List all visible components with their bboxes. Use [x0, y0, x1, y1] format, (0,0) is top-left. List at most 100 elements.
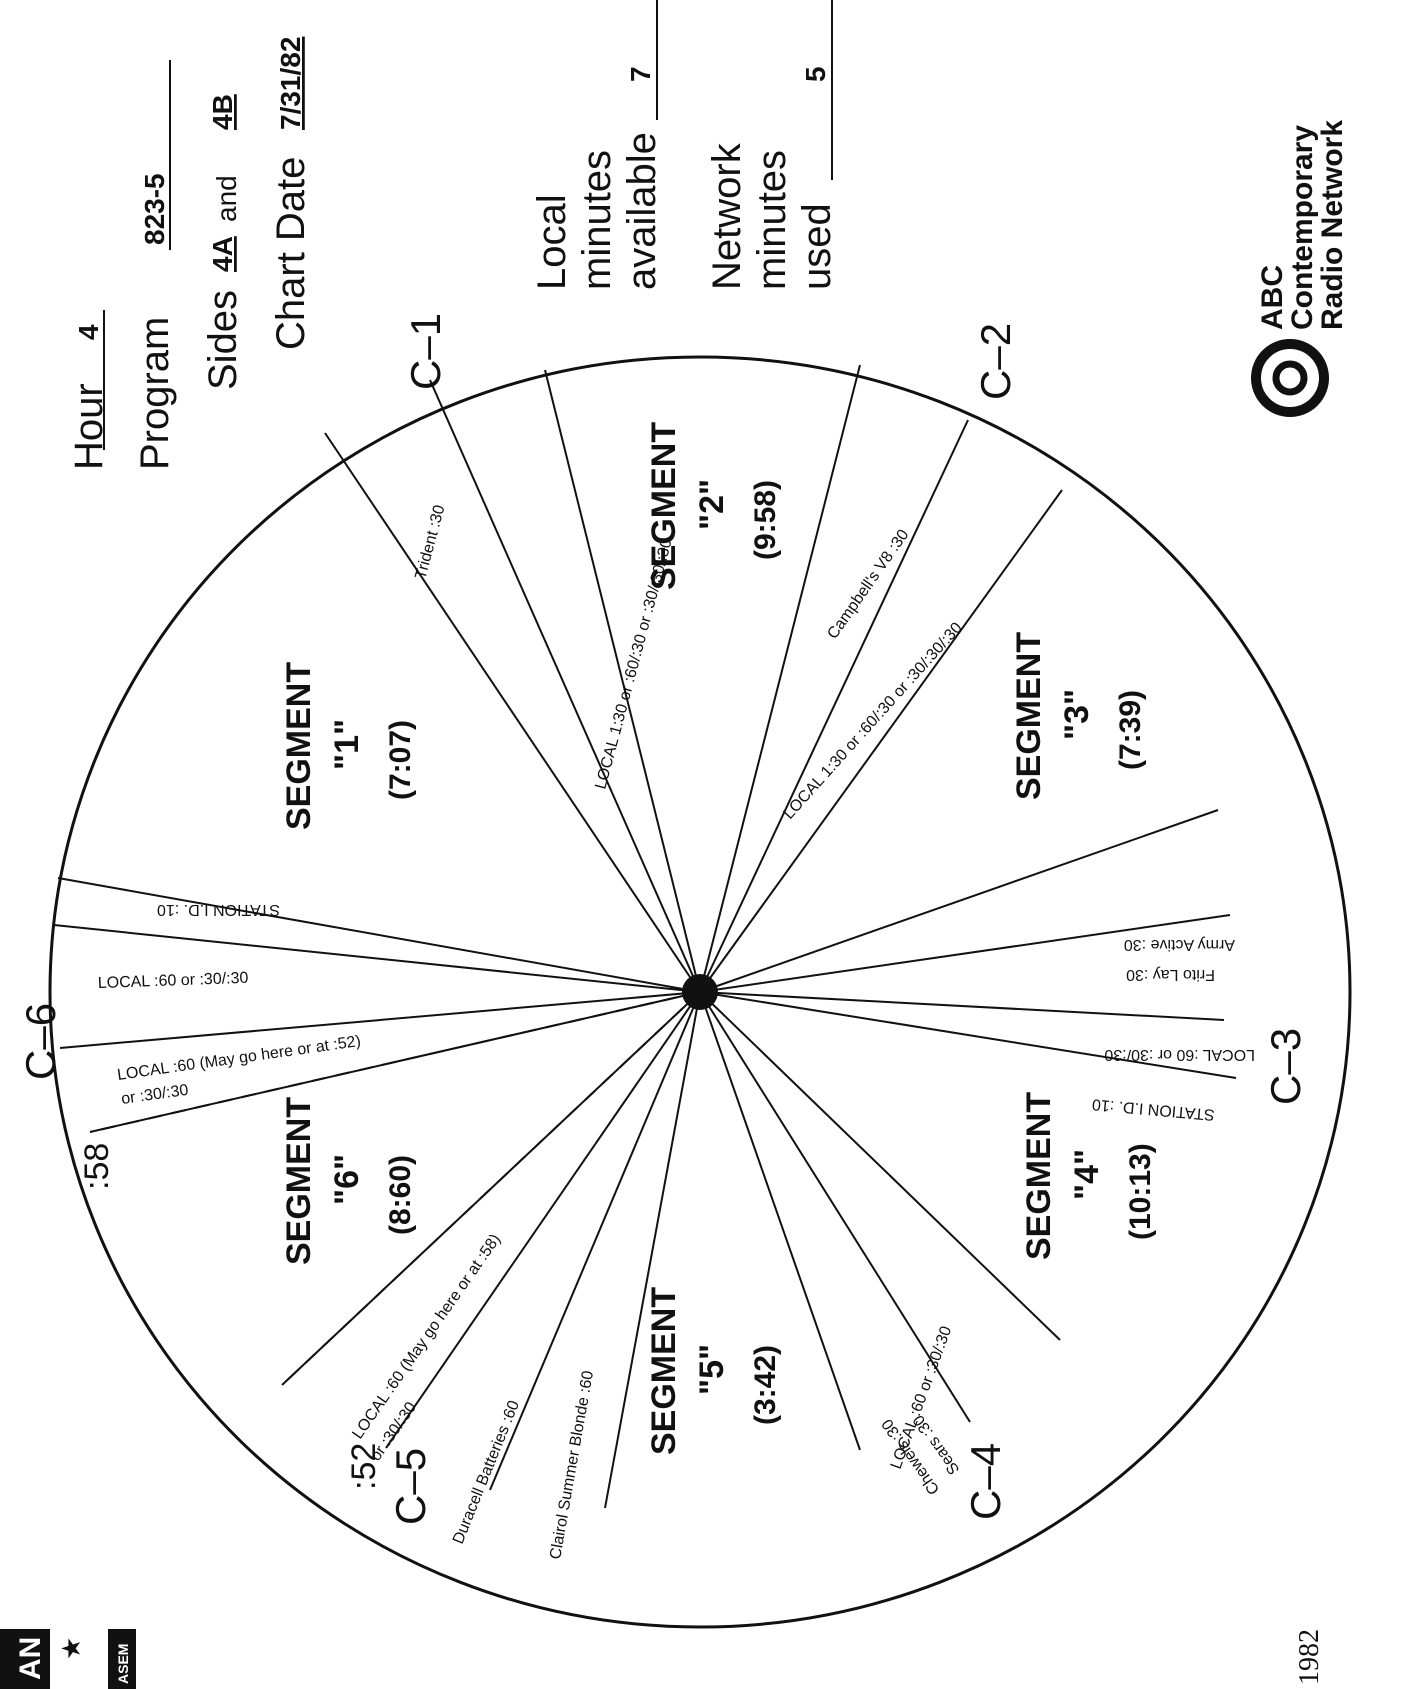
spot-local-58-line-2: or :30/:30 — [120, 1082, 189, 1108]
sides-label: Sides — [201, 290, 245, 390]
year-label: 1982 — [1294, 1629, 1325, 1685]
segment-1-duration: (7:07) — [384, 720, 417, 800]
spot-army: Army Active :30 — [1124, 936, 1235, 953]
abc-logo-line-3: Radio Network — [1316, 120, 1349, 330]
wheel-spoke — [385, 991, 701, 1449]
segment-3-number: "3" — [1058, 689, 1096, 740]
local-minutes-line-1: Local — [530, 194, 574, 290]
time-mark-52: :52 — [345, 1443, 383, 1490]
segment-6: SEGMENT "6" (8:60) — [280, 1097, 417, 1265]
cue-c1: C–1 — [402, 313, 449, 390]
local-minutes-line-3: available — [620, 132, 664, 290]
sides-value-a: 4A — [207, 236, 238, 272]
segment-5-number: "5" — [693, 1344, 731, 1395]
wheel-spoke — [544, 369, 701, 993]
wheel-spoke — [699, 809, 1219, 993]
hour-value: 4 — [73, 324, 104, 340]
cue-c6: C–6 — [17, 1003, 64, 1080]
segment-5-title: SEGMENT — [645, 1287, 683, 1455]
wheel-spoke — [699, 914, 1231, 993]
cue-c3: C–3 — [1262, 1028, 1309, 1105]
segment-4-number: "4" — [1068, 1149, 1106, 1200]
cue-c4: C–4 — [962, 1443, 1009, 1520]
wheel-spoke — [699, 991, 971, 1423]
wheel-spokes — [53, 364, 1237, 1509]
segment-6-duration: (8:60) — [384, 1155, 417, 1235]
segment-1-title: SEGMENT — [280, 662, 318, 830]
wheel-spoke — [604, 991, 701, 1509]
program-value: 823-5 — [139, 173, 170, 245]
wheel-spoke — [699, 489, 1063, 993]
corner-mark-3: ASEM — [115, 1644, 131, 1684]
corner-block-2 — [108, 1629, 136, 1689]
spot-local-c3: LOCAL :60 or :30/:30 — [1104, 1046, 1255, 1063]
wheel-spoke — [699, 991, 1225, 1021]
abc-swirl-icon — [1251, 339, 1329, 417]
wheel-spoke — [699, 991, 1237, 1079]
abc-logo-line-1: ABC — [1256, 265, 1289, 330]
abc-logo: ABC Contemporary Radio Network — [1251, 120, 1349, 417]
spot-frito-lay: Frito Lay :30 — [1126, 966, 1215, 983]
wheel-spoke — [699, 991, 861, 1451]
local-minutes-line-2: minutes — [575, 150, 619, 290]
spot-local-c6: LOCAL :60 or :30/:30 — [98, 970, 249, 992]
spot-station-id-c3: STATION I.D. :10 — [1091, 1095, 1215, 1123]
spot-campbells: Campbell's V8 :30 — [824, 527, 912, 643]
program-label: Program — [133, 317, 177, 470]
abc-logo-line-2: Contemporary — [1286, 125, 1319, 330]
network-minutes-line-1: Network — [705, 142, 749, 290]
wheel-spoke — [489, 991, 701, 1491]
wheel-spoke — [699, 419, 969, 993]
wheel-hub — [682, 974, 718, 1010]
wheel-spoke — [59, 991, 701, 1049]
chart-date-label: Chart Date — [269, 157, 313, 350]
spot-duracell: Duracell Batteries :60 — [450, 1398, 523, 1546]
segment-6-title: SEGMENT — [280, 1097, 318, 1265]
corner-mark-2: ★ — [56, 1637, 86, 1660]
spot-local-c1: LOCAL 1:30 or :60/:30 or :30/:30/:30 — [592, 537, 675, 791]
corner-mark-1: AN — [14, 1637, 47, 1680]
spot-station-id-c6: STATION I.D. :10 — [157, 901, 280, 918]
segment-4: SEGMENT "4" (10:13) — [1020, 1092, 1157, 1260]
segment-4-title: SEGMENT — [1020, 1092, 1058, 1260]
local-minutes-value: 7 — [625, 66, 656, 82]
header-block: Hour 4 Program 823-5 Sides 4A and 4B Cha… — [67, 0, 839, 470]
sides-and: and — [211, 175, 242, 222]
network-minutes-value: 5 — [800, 66, 831, 82]
chart-date-value: 7/31/82 — [275, 37, 306, 130]
segment-1-number: "1" — [328, 719, 366, 770]
time-mark-58: :58 — [78, 1143, 116, 1190]
cue-c2: C–2 — [972, 323, 1019, 400]
network-minutes-line-2: minutes — [750, 150, 794, 290]
segment-6-number: "6" — [328, 1154, 366, 1205]
segment-3: SEGMENT "3" (7:39) — [1010, 632, 1147, 800]
segment-4-duration: (10:13) — [1124, 1143, 1157, 1240]
wheel-outline — [48, 355, 1352, 1629]
spot-local-c2: LOCAL 1:30 or :60/:30 or :30/:30/:30 — [780, 619, 965, 822]
wheel-spoke — [57, 877, 701, 993]
abc-swirl-inner — [1272, 360, 1308, 396]
spot-local-52-line-1: LOCAL :60 (May go here or at :58) — [349, 1231, 504, 1442]
segment-3-duration: (7:39) — [1114, 690, 1147, 770]
corner-block — [0, 1629, 50, 1689]
segment-2-title: SEGMENT — [645, 422, 683, 590]
wheel-spoke — [324, 432, 701, 993]
wheel-spoke — [699, 991, 1061, 1341]
sides-value-b: 4B — [207, 94, 238, 130]
spot-clairol: Clairol Summer Blonde :60 — [547, 1369, 597, 1560]
cue-c5: C–5 — [387, 1448, 434, 1525]
segment-5: SEGMENT "5" (3:42) — [645, 1287, 782, 1455]
segment-2: SEGMENT "2" (9:58) — [645, 422, 782, 590]
wheel-spoke — [429, 379, 701, 993]
optional-break-line — [89, 991, 701, 1133]
segment-2-duration: (9:58) — [749, 480, 782, 560]
wheel-spoke — [699, 364, 861, 993]
segment-1: SEGMENT "1" (7:07) — [280, 662, 417, 830]
segment-2-number: "2" — [693, 479, 731, 530]
wheel-spoke — [53, 924, 701, 993]
wheel-spoke — [281, 991, 701, 1386]
network-minutes-line-3: used — [795, 203, 839, 290]
spot-trident: Trident :30 — [412, 503, 448, 581]
segment-5-duration: (3:42) — [749, 1345, 782, 1425]
